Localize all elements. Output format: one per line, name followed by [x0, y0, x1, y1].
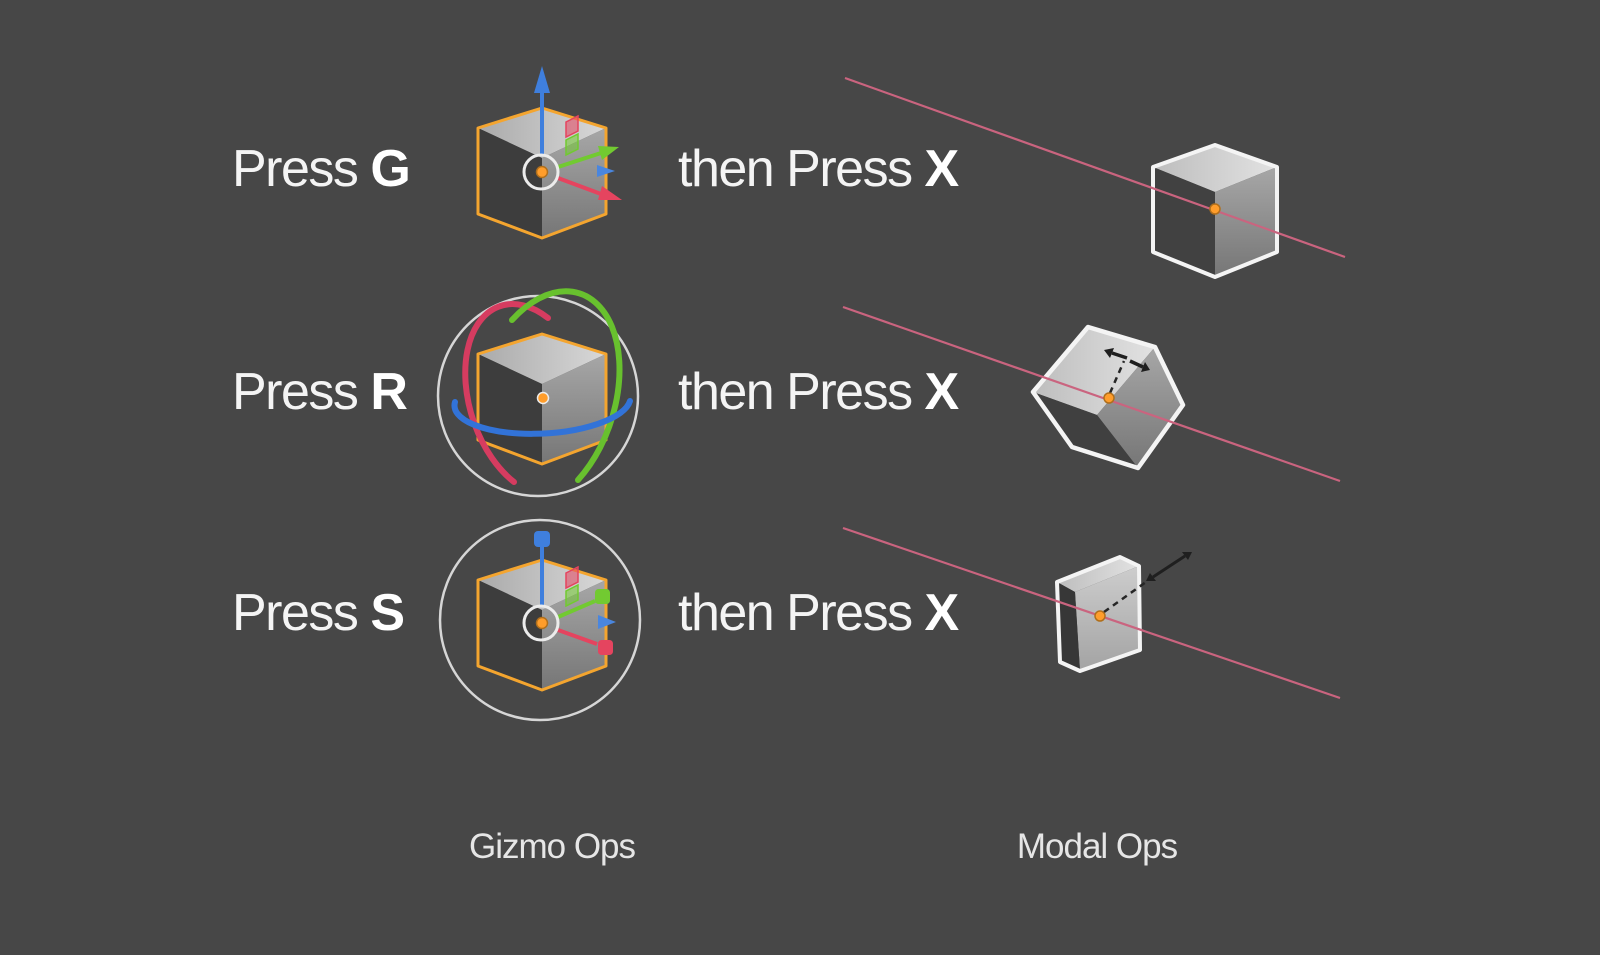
y-plane-handle-icon: [565, 132, 579, 157]
scale-drag-arrow-icon: [1146, 552, 1192, 581]
gizmo-center-ring: [522, 153, 560, 191]
key-s: S: [370, 584, 406, 642]
y-axis-arrowhead-icon: [598, 146, 619, 160]
label-press-s: Press S: [232, 587, 405, 639]
press-text: Press: [232, 363, 371, 421]
x-scale-knob-icon: [598, 640, 613, 655]
x-scale-handle: [557, 628, 598, 646]
x-constraint-line: [844, 76, 1346, 259]
white-outline: [1055, 555, 1142, 673]
y-plane-handle-icon: [565, 583, 579, 608]
key-x: X: [924, 584, 960, 642]
x-axis-arrow: [557, 176, 602, 196]
label-then-press-x-3: then Press X: [678, 587, 959, 639]
scale-gizmo-graphic: [438, 518, 642, 722]
z-axis-arrowhead-icon: [534, 66, 550, 93]
x-rotation-arc: [462, 301, 551, 485]
y-rotation-arc: [509, 288, 623, 483]
x-constraint-line: [842, 526, 1341, 700]
modal-move-graphic: [844, 76, 1346, 279]
rotate-gizmo-graphic: [436, 288, 640, 498]
x-constraint-line: [842, 305, 1341, 483]
then-press-text: then Press: [678, 363, 925, 421]
z-rotation-arc: [451, 398, 633, 437]
origin-dot: [536, 391, 550, 405]
modal-scale-graphic: [842, 526, 1341, 700]
origin-dot: [535, 165, 549, 179]
then-press-text: then Press: [678, 140, 925, 198]
label-then-press-x-2: then Press X: [678, 366, 959, 418]
rotation-guide-dashed-line: [1108, 360, 1126, 394]
y-axis-arrow: [557, 151, 602, 169]
white-outline: [1151, 143, 1279, 279]
selection-outline: [476, 106, 608, 240]
label-press-r: Press R: [232, 366, 408, 418]
then-press-text: then Press: [678, 584, 925, 642]
origin-dot: [1209, 203, 1221, 215]
press-text: Press: [232, 140, 371, 198]
key-r: R: [370, 363, 408, 421]
origin-dot: [1094, 610, 1106, 622]
move-gizmo-graphic: [476, 66, 622, 240]
z-plane-handle-icon: [598, 615, 616, 629]
cube: [476, 332, 608, 466]
modal-rotate-graphic: [842, 305, 1341, 483]
label-then-press-x-1: then Press X: [678, 143, 959, 195]
x-plane-handle-icon: [565, 114, 579, 139]
key-g: G: [370, 140, 411, 198]
selection-outline: [476, 332, 608, 466]
press-text: Press: [232, 584, 371, 642]
label-press-g: Press G: [232, 143, 411, 195]
z-scale-knob-icon: [534, 531, 550, 547]
scale-guide-dashed-line: [1103, 580, 1147, 614]
modal-ops-column-label: Modal Ops: [1016, 827, 1178, 866]
origin-dot: [1103, 392, 1115, 404]
x-plane-handle-icon: [565, 565, 579, 590]
key-x: X: [924, 363, 960, 421]
white-outline: [1030, 324, 1186, 471]
gizmo-center-ring: [522, 604, 560, 642]
origin-dot: [535, 616, 549, 630]
rotation-drag-arrows-icon: [1104, 348, 1150, 372]
z-plane-handle-icon: [597, 165, 615, 177]
gizmo-ops-column-label: Gizmo Ops: [468, 827, 636, 866]
y-scale-handle: [557, 599, 596, 619]
key-x: X: [924, 140, 960, 198]
rotated-cube: [1030, 324, 1186, 471]
selection-outline: [476, 558, 608, 692]
scale-outer-ring: [438, 518, 642, 722]
y-scale-knob-icon: [595, 589, 610, 604]
x-axis-arrowhead-icon: [598, 186, 622, 200]
